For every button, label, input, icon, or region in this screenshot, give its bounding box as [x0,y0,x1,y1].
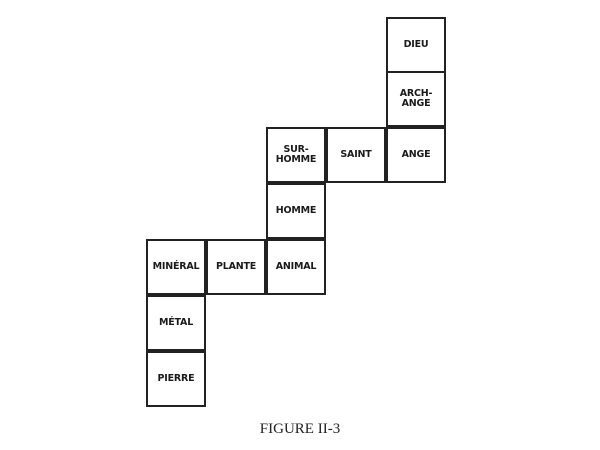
box-homme: HOMME [266,183,326,239]
box-mineral: MINÉRAL [146,239,206,295]
box-plante: PLANTE [206,239,266,295]
box-animal: ANIMAL [266,239,326,295]
box-saint: SAINT [326,127,386,183]
figure-caption: FIGURE II-3 [259,421,341,437]
box-archange: ARCH- ANGE [386,71,446,127]
box-surhomme: SUR- HOMME [266,127,326,183]
box-pierre: PIERRE [146,351,206,407]
box-metal: MÉTAL [146,295,206,351]
box-dieu: DIEU [386,17,446,73]
box-ange: ANGE [386,127,446,183]
